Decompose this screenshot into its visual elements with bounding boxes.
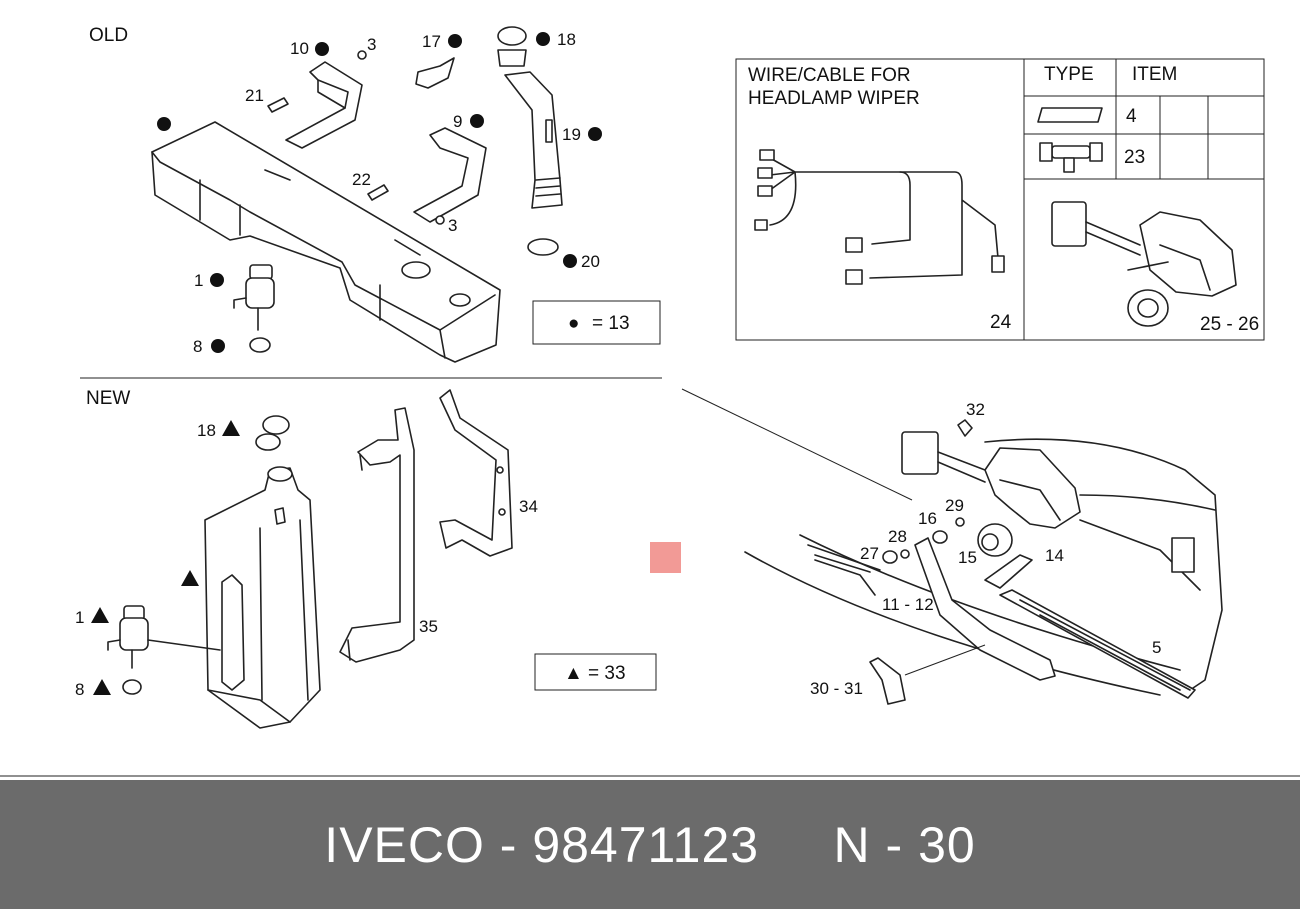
callout-18: 18 (557, 30, 576, 49)
callout-dot (536, 32, 550, 46)
wire-cable-table (735, 58, 1265, 341)
table-row1-item: 4 (1126, 106, 1137, 127)
callout-30-31: 30 - 31 (810, 679, 863, 698)
bracket-35 (339, 407, 415, 663)
washer-28-icon (900, 549, 910, 559)
callout-29: 29 (945, 496, 964, 515)
callout-dot (588, 127, 602, 141)
legend-circle-symbol: ● (568, 313, 579, 334)
callout-35: 35 (419, 617, 438, 636)
assembly-motor (901, 419, 1081, 529)
clip-17 (415, 57, 455, 89)
callout-triangle (91, 607, 109, 623)
callout-3-top: 3 (367, 35, 376, 54)
table-header-type: TYPE (1044, 64, 1094, 85)
callout-14: 14 (1045, 546, 1064, 565)
bolt-22 (367, 184, 389, 201)
nut-3-icon (435, 215, 445, 225)
wiper-motor-25-26 (1051, 201, 1237, 327)
callout-8-new: 8 (75, 680, 84, 699)
filler-cap-18-new (255, 415, 290, 451)
callout-28: 28 (888, 527, 907, 546)
callout-16: 16 (918, 509, 937, 528)
grommet-8-old (249, 337, 271, 353)
clip-14 (984, 554, 1033, 589)
part-number-label: IVECO - 98471123 N - 30 (324, 816, 976, 873)
old-washer-tank (151, 121, 501, 363)
nut-27-icon (882, 550, 898, 564)
callout-34: 34 (519, 497, 538, 516)
callout-27: 27 (860, 544, 879, 563)
legend-triangle-symbol: ▲ (564, 663, 583, 684)
callout-dot (210, 273, 224, 287)
footer-bar: IVECO - 98471123 N - 30 (0, 780, 1300, 909)
callout-5: 5 (1152, 638, 1161, 657)
nut-3-icon (357, 50, 367, 60)
callout-15: 15 (958, 548, 977, 567)
callout-10: 10 (290, 39, 309, 58)
leader-line (681, 388, 913, 501)
callout-11-12: 11 - 12 (882, 595, 934, 614)
callout-19: 19 (562, 125, 581, 144)
callout-17: 17 (422, 32, 441, 51)
callout-dot (315, 42, 329, 56)
parts-diagram: OLD 10 3 17 21 9 3 22 18 (0, 25, 1300, 777)
table-row2-item: 23 (1124, 147, 1145, 168)
nozzle-30-31 (869, 644, 986, 705)
filler-pipe-19 (504, 71, 563, 209)
grommet-8-new (122, 679, 142, 695)
bracket-9 (413, 127, 487, 223)
callout-1-old: 1 (194, 271, 203, 290)
callout-32: 32 (966, 400, 985, 419)
legend-triangle-text: = 33 (588, 663, 626, 684)
callout-21: 21 (245, 86, 264, 105)
bracket-10 (285, 61, 363, 149)
section-label-new: NEW (86, 388, 130, 409)
filler-cap-18 (497, 26, 527, 67)
seal-20 (527, 238, 559, 256)
callout-dot (211, 339, 225, 353)
callout-1-new: 1 (75, 608, 84, 627)
table-motor-label: 25 - 26 (1200, 314, 1259, 335)
bushing-15 (977, 523, 1013, 557)
callout-8-old: 8 (193, 337, 202, 356)
legend-circle-box (532, 300, 661, 345)
table-title-line2: HEADLAMP WIPER (748, 88, 920, 109)
washer-29-icon (955, 517, 965, 527)
bolt-21 (267, 97, 289, 113)
table-header-item: ITEM (1132, 64, 1177, 85)
wire-harness-24 (754, 149, 1005, 285)
pump-1-old (233, 264, 275, 331)
callout-20: 20 (581, 252, 600, 271)
new-washer-tank (204, 466, 321, 729)
headlamp-assembly (744, 438, 1223, 696)
legend-triangle-box (534, 653, 657, 691)
callout-triangle (181, 570, 199, 586)
nut-16-icon (932, 530, 948, 544)
wiper-blade-5 (999, 589, 1196, 699)
bracket-34 (439, 389, 513, 557)
callout-dot (157, 117, 171, 131)
callout-triangle (222, 420, 240, 436)
callout-18-new: 18 (197, 421, 216, 440)
callout-3-lower: 3 (448, 216, 457, 235)
highlight-marker (650, 542, 681, 573)
wiper-arm-11-12 (914, 537, 1056, 681)
legend-circle-text: = 13 (592, 313, 630, 334)
callout-9: 9 (453, 112, 462, 131)
sleeve-icon (1037, 107, 1103, 123)
callout-dot (563, 254, 577, 268)
table-wire-label: 24 (990, 312, 1012, 333)
callout-triangle (93, 679, 111, 695)
callout-dot (470, 114, 484, 128)
table-title-line1: WIRE/CABLE FOR (748, 65, 911, 86)
callout-dot (448, 34, 462, 48)
t-connector-icon (1039, 142, 1103, 173)
pump-1-new (107, 605, 221, 669)
section-label-old: OLD (89, 25, 128, 46)
callout-22: 22 (352, 170, 371, 189)
